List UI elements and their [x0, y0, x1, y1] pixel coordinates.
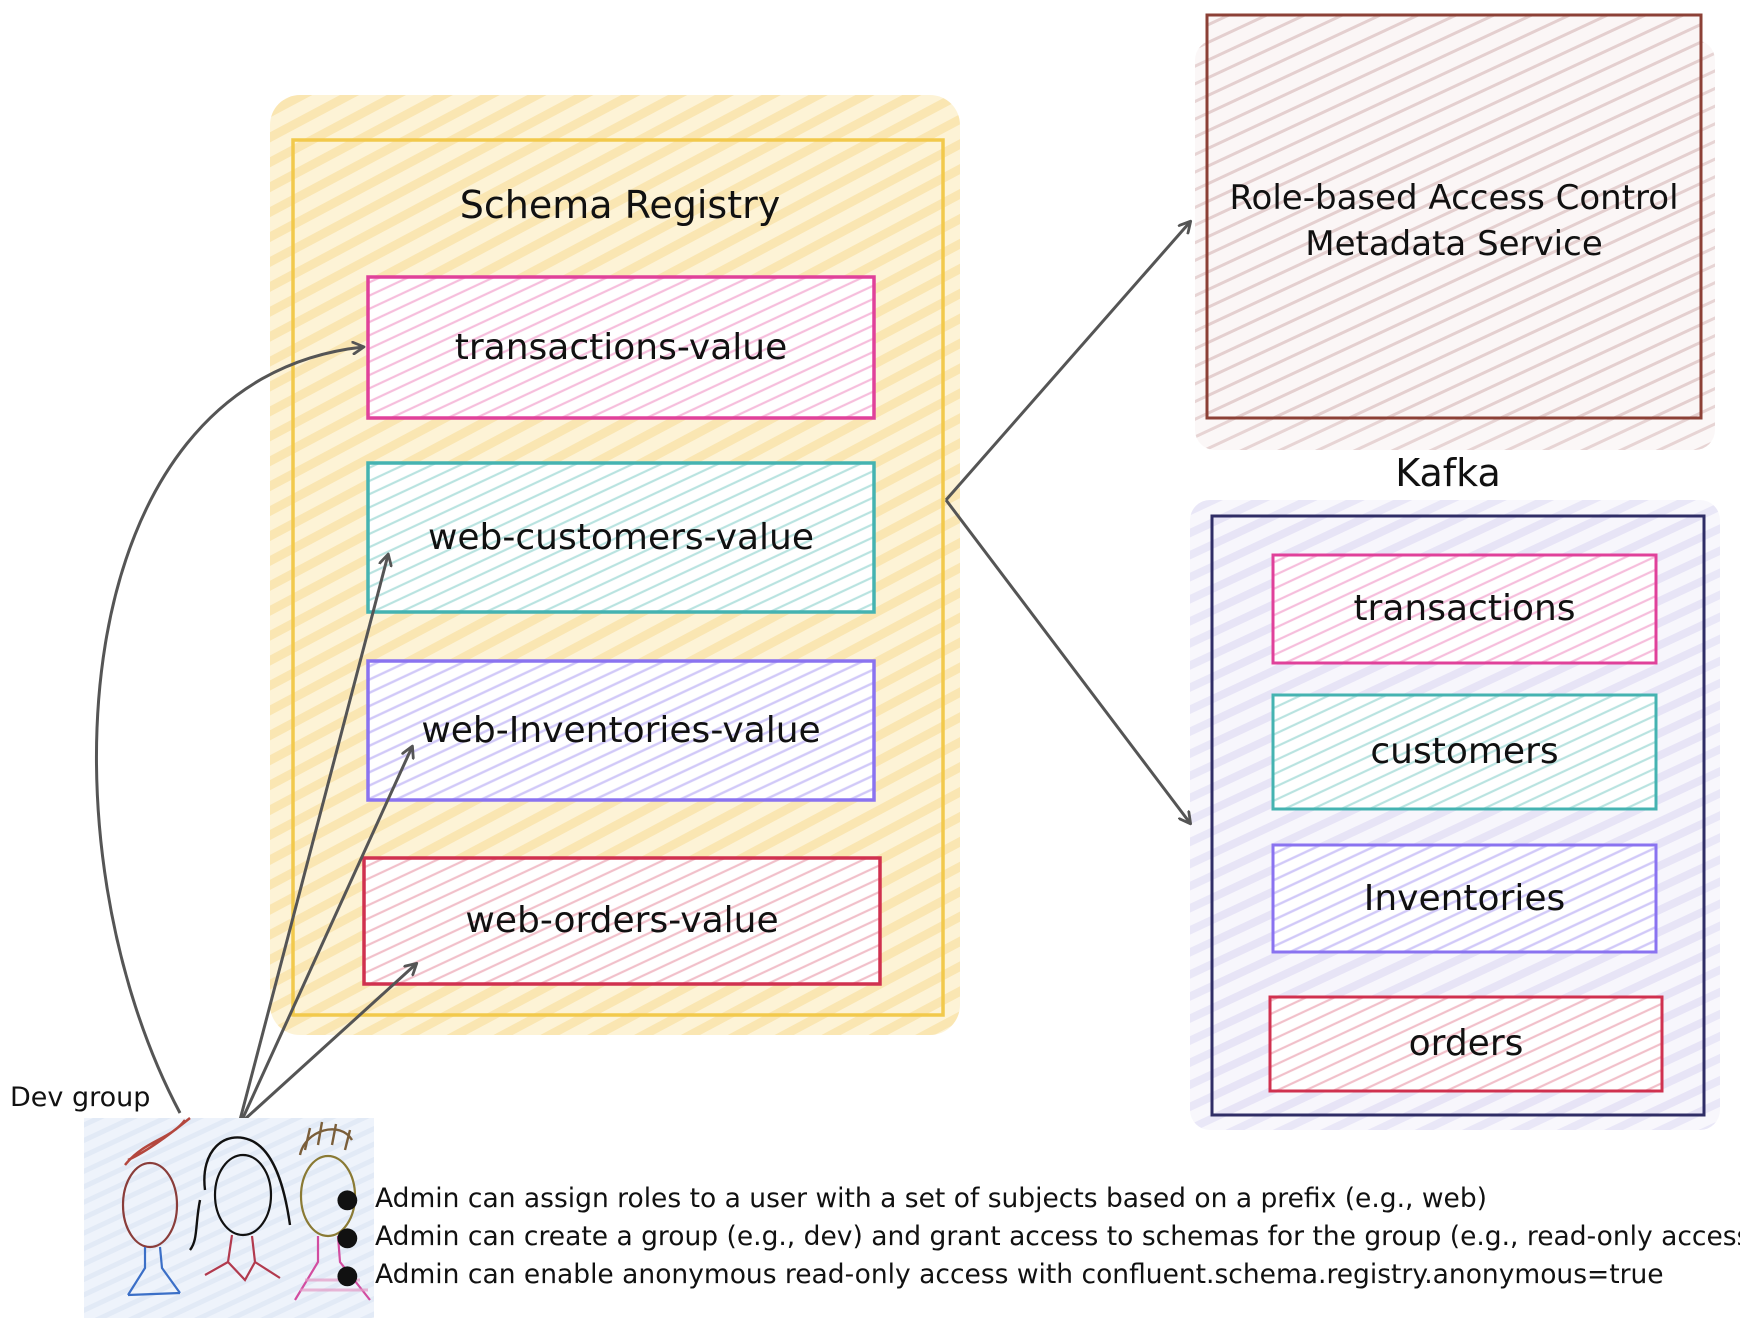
- subject-box-transactions: [366, 275, 876, 420]
- subject-box-customers: [366, 461, 876, 614]
- dev-group-illustration: [84, 1117, 374, 1318]
- person-1-icon: [121, 1117, 191, 1297]
- subject-label-customers: web-customers-value: [427, 516, 815, 558]
- bullet-icon: ●: [336, 1222, 359, 1252]
- arrow-dev-to-transactions: [95, 347, 363, 1114]
- topic-label-transactions: transactions: [1353, 588, 1576, 629]
- arrow-to-kafka: [944, 499, 1190, 823]
- arrow-dev-to-inventories: [240, 747, 412, 1121]
- subject-label-orders: web-orders-value: [465, 900, 779, 941]
- rbac-title-line2: Metadata Service: [1305, 224, 1603, 264]
- kafka-title: Kafka: [1395, 451, 1501, 495]
- schema-registry-title: Schema Registry: [459, 183, 781, 227]
- arrow-dev-to-orders: [242, 964, 416, 1122]
- bullet-icon: ●: [336, 1260, 359, 1290]
- note-item: ● Admin can enable anonymous read-only ac…: [336, 1256, 1735, 1294]
- topic-label-inventories: Inventories: [1363, 877, 1566, 919]
- topic-label-orders: orders: [1408, 1023, 1524, 1064]
- topic-box-inventories: [1271, 843, 1658, 954]
- topic-box-customers: [1271, 693, 1658, 811]
- notes-list: ● Admin can assign roles to a user with a…: [336, 1180, 1740, 1294]
- subject-box-inventories: [366, 659, 876, 802]
- note-text: Admin can enable anonymous read-only acc…: [375, 1259, 1664, 1290]
- note-item: ● Admin can create a group (e.g., dev) an…: [336, 1218, 1740, 1256]
- rbac-title-line1: Role-based Access Control: [1229, 178, 1679, 218]
- topic-label-customers: customers: [1370, 731, 1559, 772]
- topic-box-orders: [1268, 995, 1664, 1093]
- subject-box-orders: [362, 856, 882, 986]
- person-3-icon: [294, 1121, 371, 1301]
- note-text: Admin can create a group (e.g., dev) and…: [375, 1221, 1740, 1252]
- subject-label-inventories: web-Inventories-value: [421, 709, 821, 751]
- bullet-icon: ●: [336, 1184, 359, 1214]
- arrow-to-rbac: [944, 222, 1190, 501]
- topic-box-transactions: [1271, 553, 1658, 665]
- rbac-box: [1195, 13, 1715, 450]
- note-text: Admin can assign roles to a user with a …: [375, 1183, 1488, 1214]
- person-2-icon: [189, 1136, 292, 1282]
- dev-group-label: Dev group: [10, 1082, 151, 1113]
- note-item: ● Admin can assign roles to a user with a…: [336, 1180, 1735, 1218]
- subject-label-transactions: transactions-value: [454, 326, 788, 368]
- arrow-dev-to-customers: [238, 555, 388, 1121]
